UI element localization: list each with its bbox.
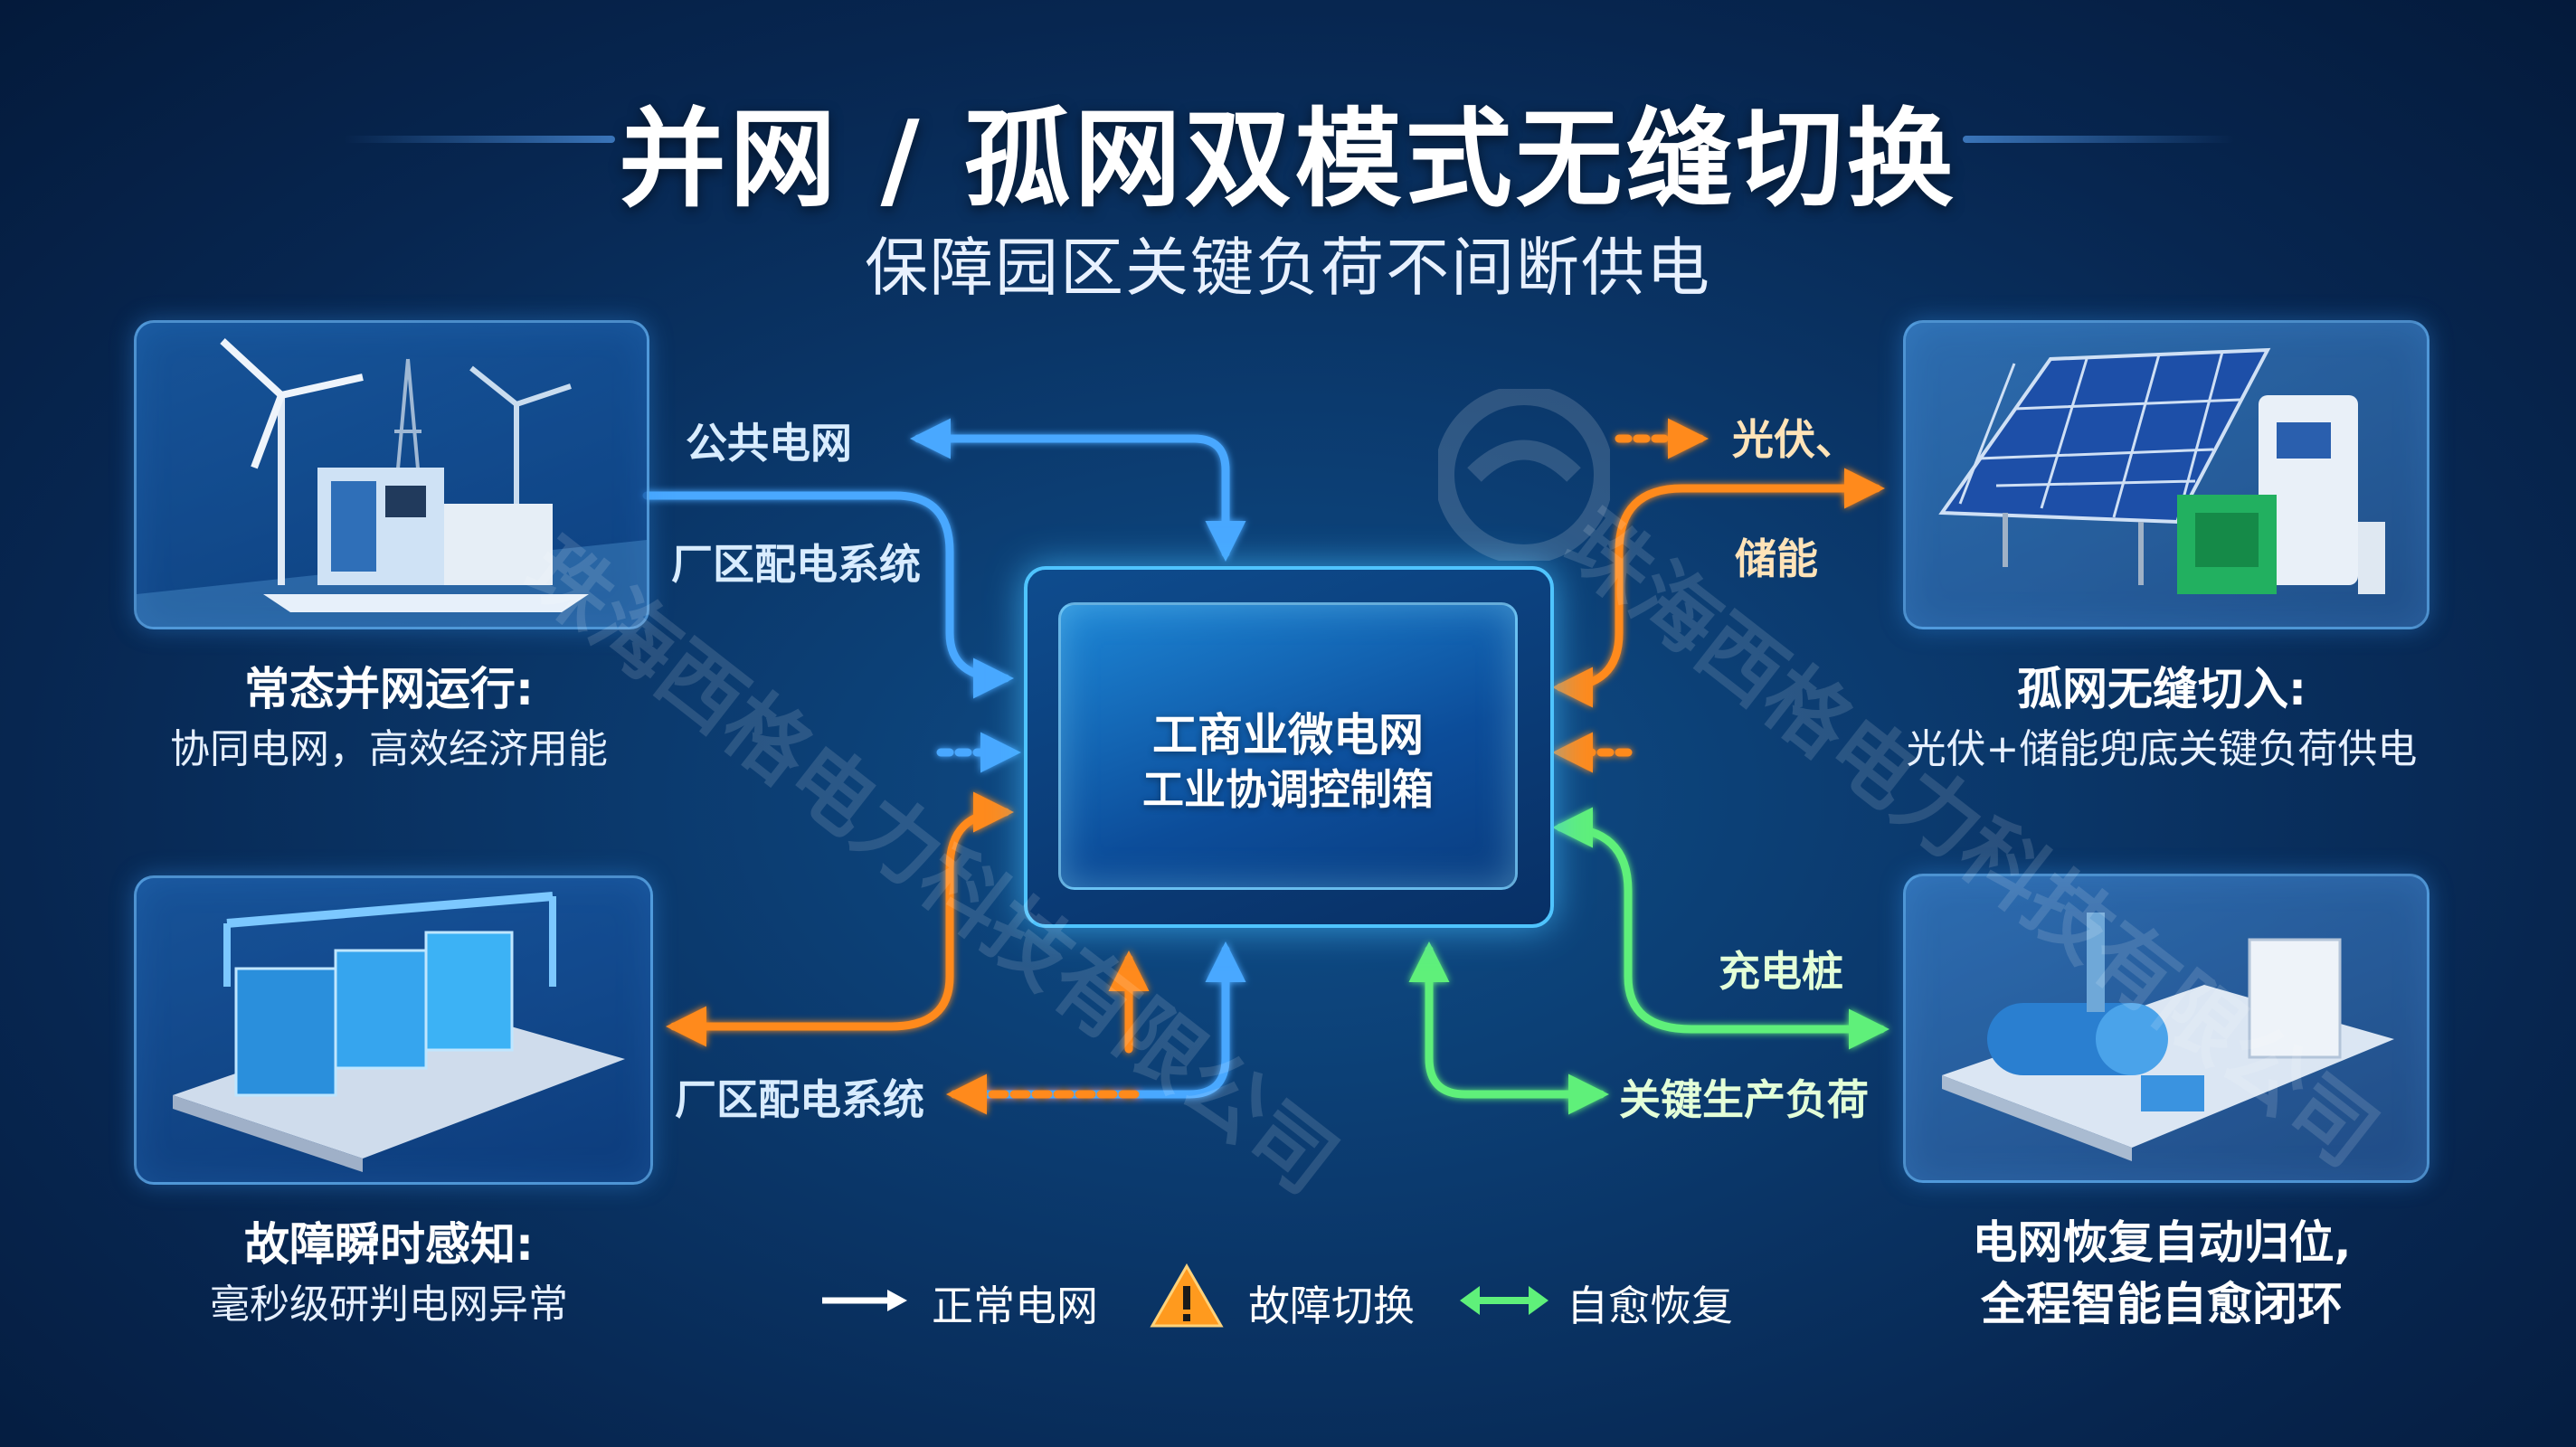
line-plant-bottom-left	[666, 791, 1014, 1047]
panel-island-mode	[1903, 320, 2429, 629]
legend-heal-arrow-icon	[1460, 1286, 1548, 1315]
page-subtitle: 保障园区关键负荷不间断供电	[865, 231, 1711, 305]
line-bottom-dist	[950, 941, 1246, 1099]
controller-line2: 工业协调控制箱	[1142, 765, 1434, 814]
controller-screen: 工商业微电网 工业协调控制箱	[1058, 602, 1518, 890]
watermark-logo-icon	[1438, 389, 1610, 561]
card-title-grid-connected: 常态并网运行:	[244, 663, 534, 715]
legend-normal: 正常电网	[932, 1281, 1098, 1330]
legend-heal: 自愈恢复	[1567, 1281, 1733, 1330]
line-plant-top	[642, 491, 1014, 699]
legend-normal-arrow-icon	[822, 1290, 907, 1311]
pv-storage-illustration	[1906, 323, 2427, 627]
label-charging: 充电桩	[1719, 947, 1843, 996]
page-title: 并网 / 孤网双模式无缝切换	[619, 97, 1957, 222]
card-title-island-mode: 孤网无缝切入:	[2017, 663, 2306, 715]
line-charging	[1552, 807, 1889, 1050]
card-sub-island-mode: 光伏+储能兜底关键负荷供电	[1906, 726, 2418, 772]
line-key-load	[1408, 941, 1609, 1115]
label-pv: 光伏、	[1732, 415, 1857, 464]
battery-storage-illustration	[137, 878, 650, 1182]
title-deco-left	[344, 136, 615, 143]
label-key-load: 关键生产负荷	[1619, 1075, 1869, 1124]
controller-line1: 工商业微电网	[1152, 709, 1424, 761]
label-storage: 储能	[1735, 534, 1818, 583]
card-title-grid-recovery: 电网恢复自动归位,	[1972, 1216, 2352, 1269]
legend-warning-icon	[1150, 1263, 1224, 1328]
card-title-fault-detection: 故障瞬时感知:	[244, 1218, 534, 1271]
panel-grid-connected	[134, 320, 649, 629]
legend-fault: 故障切换	[1248, 1281, 1415, 1330]
label-public-grid: 公共电网	[686, 419, 852, 468]
card-sub-grid-connected: 协同电网，高效经济用能	[170, 726, 608, 772]
industrial-load-illustration	[1906, 876, 2427, 1180]
wind-substation-illustration	[137, 323, 647, 627]
card-sub-fault-detection: 毫秒级研判电网异常	[210, 1281, 568, 1328]
controller-box: 工商业微电网 工业协调控制箱	[1024, 566, 1554, 928]
label-plant-dist-bottom: 厂区配电系统	[675, 1075, 924, 1124]
label-plant-dist-top: 厂区配电系统	[671, 540, 921, 589]
panel-grid-recovery	[1903, 874, 2429, 1183]
line-public-grid	[910, 418, 1246, 562]
panel-fault-detection	[134, 875, 653, 1185]
line-pv-storage	[1552, 468, 1885, 708]
title-deco-right	[1963, 136, 2234, 143]
card-sub-grid-recovery: 全程智能自愈闭环	[1981, 1278, 2343, 1330]
